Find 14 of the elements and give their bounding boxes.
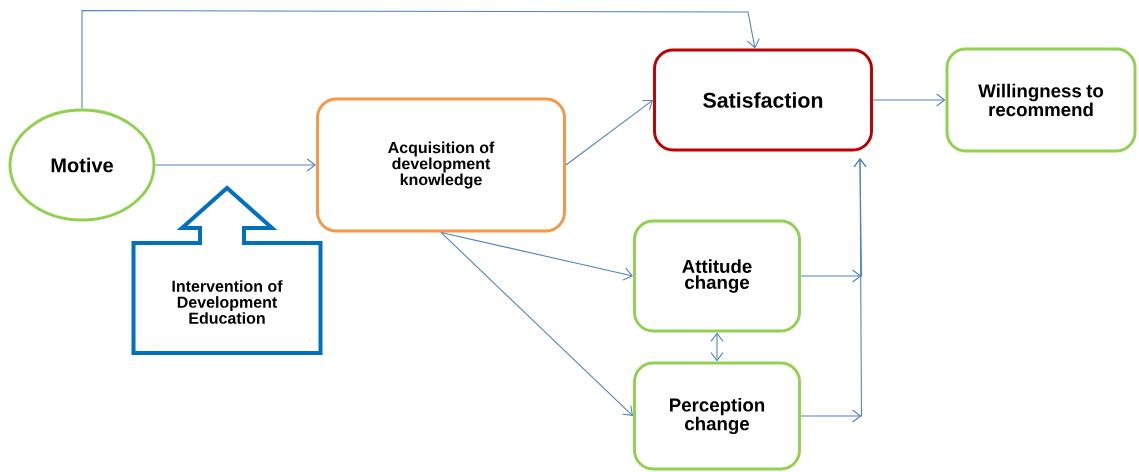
- arrow: [154, 158, 317, 172]
- arrow: [440, 231, 634, 281]
- arrow: [440, 231, 634, 416]
- process-box: Willingness to recommend: [945, 47, 1137, 153]
- process-box: Attitude change: [633, 219, 801, 333]
- arrow: [872, 93, 946, 107]
- process-box: Satisfaction: [653, 48, 873, 152]
- arrow: [710, 332, 724, 362]
- arrow: [81, 10, 760, 110]
- arrow: [565, 100, 654, 166]
- process-box: Acquisition of development knowledge: [316, 97, 566, 233]
- callout-arrow-box: Intervention of Development Education: [131, 185, 323, 355]
- process-box: Perception change: [633, 361, 801, 471]
- arrow: [800, 158, 867, 423]
